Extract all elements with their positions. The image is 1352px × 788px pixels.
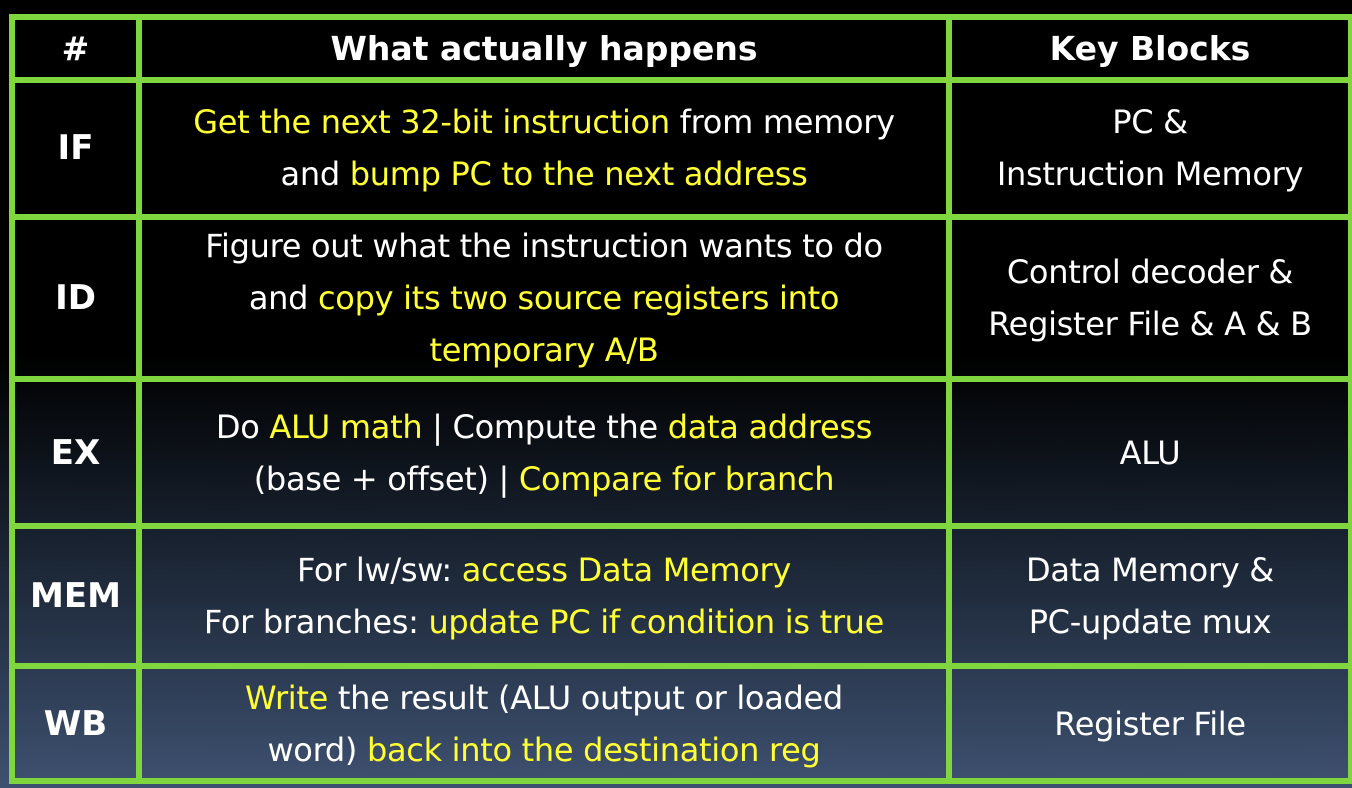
key-block-line: Register File & A & B	[988, 304, 1312, 343]
plain-text: Figure out what the instruction wants to…	[205, 226, 883, 265]
plain-text: | Compute the	[422, 407, 668, 446]
highlighted-text: Compare for branch	[518, 459, 835, 498]
stage-name: EX	[9, 376, 142, 529]
key-block-line: Instruction Memory	[996, 155, 1304, 194]
stage-description: Get the next 32-bit instruction from mem…	[136, 77, 952, 220]
plain-text: from memory	[669, 103, 895, 142]
key-block-line: Control decoder &	[1006, 252, 1294, 291]
pipeline-stages-table-container: # What actually happens Key Blocks IF Ge…	[9, 14, 1352, 784]
highlighted-text: copy its two source registers into	[318, 278, 840, 317]
stage-name: MEM	[9, 522, 142, 670]
description-line: temporary A/B	[146, 324, 942, 373]
key-block-line: ALU	[1119, 433, 1181, 472]
highlighted-text: data address	[667, 407, 873, 446]
highlighted-text: Get the next 32-bit instruction	[193, 103, 670, 142]
key-block-line: PC-update mux	[1028, 603, 1272, 642]
plain-text: (base + offset) |	[253, 459, 519, 498]
header-what-happens: What actually happens	[136, 14, 952, 83]
highlighted-text: Write	[245, 678, 329, 717]
plain-text: Do	[215, 407, 270, 446]
description-line: Write the result (ALU output or loaded	[146, 672, 942, 723]
stage-name: WB	[9, 663, 142, 784]
description-line: For lw/sw: access Data Memory	[146, 544, 942, 596]
stage-name: ID	[9, 213, 142, 383]
stage-key-blocks: ALU	[946, 376, 1352, 529]
stage-key-blocks: PC & Instruction Memory	[946, 77, 1352, 220]
key-block-line: Register File	[1054, 704, 1246, 743]
table-row: WB Write the result (ALU output or loade…	[9, 663, 1352, 784]
highlighted-text: update PC if condition is true	[428, 603, 885, 642]
description-line: For branches: update PC if condition is …	[146, 596, 942, 648]
highlighted-text: access Data Memory	[461, 551, 792, 590]
stage-key-blocks: Register File	[946, 663, 1352, 784]
plain-text: and	[280, 155, 350, 194]
header-stage-number: #	[9, 14, 142, 83]
plain-text: word)	[267, 730, 367, 769]
plain-text: and	[248, 278, 319, 317]
description-line: Get the next 32-bit instruction from mem…	[146, 96, 942, 148]
table-row: ID Figure out what the instruction wants…	[9, 213, 1352, 383]
highlighted-text: ALU math	[269, 407, 423, 446]
description-line: Do ALU math | Compute the data address	[146, 401, 942, 453]
table-header-row: # What actually happens Key Blocks	[9, 14, 1352, 83]
stage-description: Do ALU math | Compute the data address(b…	[136, 376, 952, 529]
header-key-blocks: Key Blocks	[946, 14, 1352, 83]
description-line: Figure out what the instruction wants to…	[146, 223, 942, 272]
plain-text: the result (ALU output or loaded	[328, 678, 843, 717]
description-line: and copy its two source registers into	[146, 272, 942, 324]
description-line: (base + offset) | Compare for branch	[146, 453, 942, 505]
plain-text: For branches:	[203, 603, 429, 642]
pipeline-stages-table: # What actually happens Key Blocks IF Ge…	[9, 14, 1352, 784]
key-block-line: Data Memory &	[1026, 551, 1274, 590]
table-row: IF Get the next 32-bit instruction from …	[9, 77, 1352, 220]
stage-name: IF	[9, 77, 142, 220]
stage-key-blocks: Data Memory & PC-update mux	[946, 522, 1352, 670]
stage-key-blocks: Control decoder & Register File & A & B	[946, 213, 1352, 383]
table-body: IF Get the next 32-bit instruction from …	[9, 77, 1352, 784]
stage-description: Figure out what the instruction wants to…	[136, 213, 952, 383]
highlighted-text: bump PC to the next address	[349, 155, 808, 194]
description-line: and bump PC to the next address	[146, 148, 942, 200]
plain-text: For lw/sw:	[296, 551, 462, 590]
description-line: word) back into the destination reg	[146, 724, 942, 775]
table-row: EX Do ALU math | Compute the data addres…	[9, 376, 1352, 529]
highlighted-text: back into the destination reg	[366, 730, 821, 769]
key-block-line: PC &	[1112, 103, 1188, 142]
highlighted-text: temporary A/B	[429, 330, 659, 369]
